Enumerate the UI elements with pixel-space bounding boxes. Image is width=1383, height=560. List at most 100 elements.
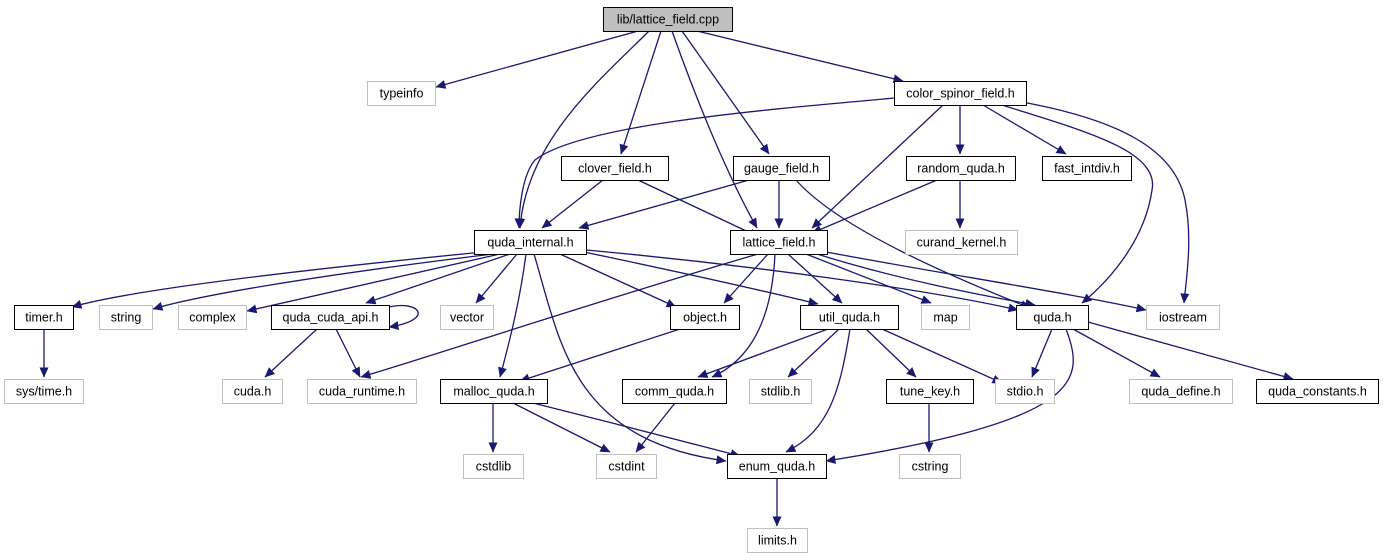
edge-color_spinor_field_h-to-quda_h (1001, 104, 1154, 304)
node-label: color_spinor_field.h (906, 87, 1014, 101)
edge-object_h-to-malloc_quda_h (519, 328, 681, 383)
edge-quda_internal_h-to-malloc_quda_h (498, 253, 527, 378)
node-label: cstdlib (476, 460, 511, 474)
edge-lattice_field_h-to-object_h (723, 253, 769, 304)
node-vector: vector (440, 305, 494, 330)
node-box (747, 528, 808, 553)
node-box (886, 379, 974, 404)
node-label: timer.h (25, 311, 63, 325)
node-box (670, 305, 740, 330)
edge-util_quda_h-to-enum_quda_h (785, 328, 851, 453)
edge-util_quda_h-to-stdio_h (881, 328, 1003, 384)
node-label: curand_kernel.h (917, 236, 1007, 250)
node-box (463, 454, 524, 479)
node-box (727, 454, 827, 479)
edge-random_quda_h-to-lattice_field_h (811, 179, 938, 234)
edge-lattice_field_cpp-to-gauge_field_h (681, 30, 770, 155)
node-label: typeinfo (380, 87, 424, 101)
node-label: object.h (683, 311, 727, 325)
edge-quda_cuda_api_h-to-cuda_h (264, 328, 318, 378)
node-box (1129, 379, 1233, 404)
node-label: iostream (1159, 311, 1207, 325)
node-label: quda.h (1033, 311, 1071, 325)
node-label: tune_key.h (900, 385, 960, 399)
node-box (921, 305, 970, 330)
node-box (730, 230, 828, 255)
edge-lattice_field_h-to-util_quda_h (787, 253, 843, 304)
node-label: enum_quda.h (739, 460, 816, 474)
edge-lattice_field_cpp-to-quda_internal_h (516, 30, 650, 229)
node-enum-quda-h[interactable]: enum_quda.h (727, 454, 827, 479)
node-cuda-h: cuda.h (222, 379, 283, 404)
node-typeinfo: typeinfo (367, 81, 436, 106)
node-box (894, 81, 1027, 106)
edge-malloc_quda_h-to-enum_quda_h (532, 402, 741, 458)
node-quda-constants-h[interactable]: quda_constants.h (1256, 379, 1379, 404)
node-util-quda-h[interactable]: util_quda.h (800, 305, 899, 330)
edge-lattice_field_cpp-to-color_spinor_field_h (696, 30, 904, 84)
edge-lattice_field_h-to-quda_h (816, 253, 1036, 308)
node-label: fast_intdiv.h (1054, 162, 1120, 176)
edge-quda_h-to-quda_define_h (1072, 328, 1161, 378)
node-cuda-runtime-h: cuda_runtime.h (307, 379, 417, 404)
node-label: quda_internal.h (487, 236, 573, 250)
edge-lattice_field_cpp-to-typeinfo (435, 30, 639, 89)
node-fast-intdiv-h[interactable]: fast_intdiv.h (1042, 156, 1132, 181)
edge-color_spinor_field_h-to-lattice_field_h (811, 104, 944, 229)
edge-util_quda_h-to-stdlib_h (787, 328, 840, 378)
node-label: sys/time.h (16, 385, 72, 399)
node-label: cstring (912, 460, 949, 474)
node-label: vector (450, 311, 484, 325)
edge-quda_cuda_api_h-to-quda_cuda_api_h (388, 304, 419, 331)
node-box (178, 305, 247, 330)
edge-color_spinor_field_h-to-iostream (1021, 101, 1190, 304)
node-quda-internal-h[interactable]: quda_internal.h (474, 230, 587, 255)
node-label: string (111, 311, 142, 325)
node-box (1042, 156, 1132, 181)
node-clover-field-h[interactable]: clover_field.h (561, 156, 669, 181)
edge-lattice_field_h-to-iostream (825, 251, 1147, 313)
node-lattice-field-h[interactable]: lattice_field.h (730, 230, 828, 255)
node-box (4, 379, 84, 404)
node-label: lib/lattice_field.cpp (617, 13, 719, 27)
edge-lattice_field_h-to-map (805, 253, 932, 304)
node-box (905, 230, 1018, 255)
node-gauge-field-h[interactable]: gauge_field.h (733, 156, 830, 181)
node-box (1016, 305, 1089, 330)
node-box (1146, 305, 1220, 330)
node-timer-h[interactable]: timer.h (14, 305, 74, 330)
node-label: cuda.h (234, 385, 272, 399)
edge-quda_h-to-quda_constants_h (1087, 321, 1294, 381)
edge-color_spinor_field_h-to-quda_internal_h (514, 97, 896, 229)
node-quda-h[interactable]: quda.h (1016, 305, 1089, 330)
node-label: map (933, 311, 957, 325)
node-box (474, 230, 587, 255)
node-tune-key-h[interactable]: tune_key.h (886, 379, 974, 404)
node-map: map (921, 305, 970, 330)
node-label: lattice_field.h (743, 236, 816, 250)
node-label: comm_quda.h (635, 385, 714, 399)
node-cstdint: cstdint (596, 454, 657, 479)
node-box (440, 379, 548, 404)
node-string: string (99, 305, 153, 330)
node-random-quda-h[interactable]: random_quda.h (906, 156, 1016, 181)
edge-clover_field_h-to-quda_internal_h (541, 179, 604, 229)
node-malloc-quda-h[interactable]: malloc_quda.h (440, 379, 548, 404)
node-box (222, 379, 283, 404)
edge-lattice_field_h-to-cuda_runtime_h (360, 253, 759, 379)
node-box (906, 156, 1016, 181)
node-box (367, 81, 436, 106)
node-object-h[interactable]: object.h (670, 305, 740, 330)
edge-util_quda_h-to-comm_quda_h (697, 328, 829, 378)
edge-lattice_field_h-to-comm_quda_h (711, 253, 776, 378)
node-label: gauge_field.h (744, 162, 819, 176)
node-quda-cuda-api-h[interactable]: quda_cuda_api.h (271, 305, 390, 330)
edge-quda_cuda_api_h-to-cuda_runtime_h (335, 328, 361, 378)
node-iostream: iostream (1146, 305, 1220, 330)
node-box (733, 156, 830, 181)
node-sys-time-h: sys/time.h (4, 379, 84, 404)
node-color-spinor-field-h[interactable]: color_spinor_field.h (894, 81, 1027, 106)
node-stdio-h: stdio.h (995, 379, 1055, 404)
node-comm-quda-h[interactable]: comm_quda.h (622, 379, 727, 404)
edge-quda_internal_h-to-enum_quda_h (533, 253, 727, 465)
